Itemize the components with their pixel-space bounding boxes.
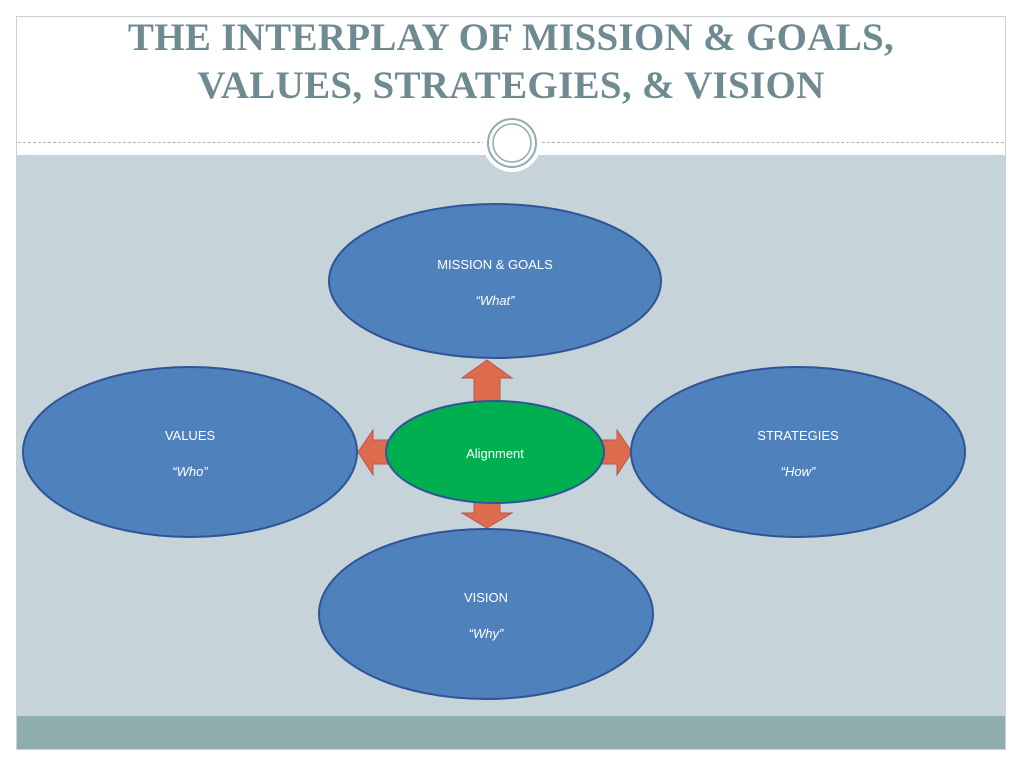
node-alignment: Alignment (385, 400, 605, 504)
node-values-sub: “Who” (172, 464, 208, 479)
node-alignment-label: Alignment (466, 446, 524, 461)
node-mission-goals-sub: “What” (476, 293, 516, 308)
node-vision: VISION “Why” (318, 528, 654, 700)
arrow-up-icon (460, 359, 514, 402)
node-mission-goals-label: MISSION & GOALS (437, 257, 553, 272)
node-strategies-sub: “How” (781, 464, 816, 479)
footer-band (17, 716, 1005, 749)
node-vision-sub: “Why” (469, 626, 504, 641)
node-values-label: VALUES (165, 428, 216, 443)
node-strategies: STRATEGIES “How” (630, 366, 966, 538)
node-vision-label: VISION (464, 590, 508, 605)
node-mission-goals: MISSION & GOALS “What” (328, 203, 662, 359)
slide-title-line-2: VALUES, STRATEGIES, & VISION (197, 64, 825, 107)
slide-title-line-1: THE INTERPLAY OF MISSION & GOALS, (127, 16, 895, 59)
node-strategies-label: STRATEGIES (757, 428, 839, 443)
slide-title: THE INTERPLAY OF MISSION & GOALS, VALUES… (16, 14, 1006, 110)
node-values: VALUES “Who” (22, 366, 358, 538)
